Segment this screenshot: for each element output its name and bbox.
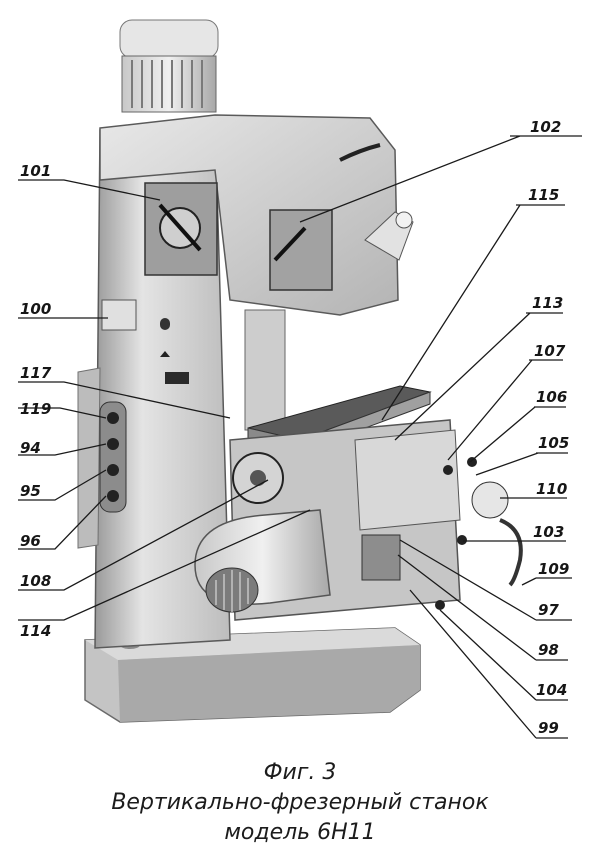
callout-114: 114 [20, 622, 51, 640]
callout-113: 113 [532, 294, 563, 312]
callout-labels: 101 102 115 100 113 107 117 106 119 105 … [20, 118, 569, 737]
figure-title: Вертикально-фрезерный станок [111, 790, 489, 815]
callout-leaders [18, 135, 582, 739]
callout-119: 119 [20, 400, 51, 418]
spindle-quill [244, 309, 286, 431]
top-motor [119, 19, 219, 113]
callout-95: 95 [20, 482, 41, 500]
callout-104: 104 [536, 681, 567, 699]
callout-117: 117 [20, 364, 52, 382]
feed-motor [194, 509, 331, 613]
callout-102: 102 [530, 118, 561, 136]
callout-97: 97 [538, 601, 559, 619]
switch-box [101, 299, 137, 331]
callout-107: 107 [534, 342, 566, 360]
callout-101: 101 [20, 162, 51, 180]
callout-108: 108 [20, 572, 51, 590]
callout-99: 99 [538, 719, 559, 737]
callout-103: 103 [533, 523, 564, 541]
machine-base [84, 627, 421, 723]
button-panel [99, 401, 127, 513]
callout-94: 94 [20, 439, 41, 457]
callout-105: 105 [538, 434, 569, 452]
callout-110: 110 [536, 480, 567, 498]
callout-109: 109 [538, 560, 569, 578]
callout-98: 98 [538, 641, 559, 659]
callout-100: 100 [20, 300, 51, 318]
callout-96: 96 [20, 532, 41, 550]
milling-head [99, 114, 414, 316]
figure-model: модель 6Н11 [224, 820, 376, 845]
callout-115: 115 [528, 186, 559, 204]
figure-number: Фиг. 3 [263, 760, 337, 785]
callout-106: 106 [536, 388, 567, 406]
